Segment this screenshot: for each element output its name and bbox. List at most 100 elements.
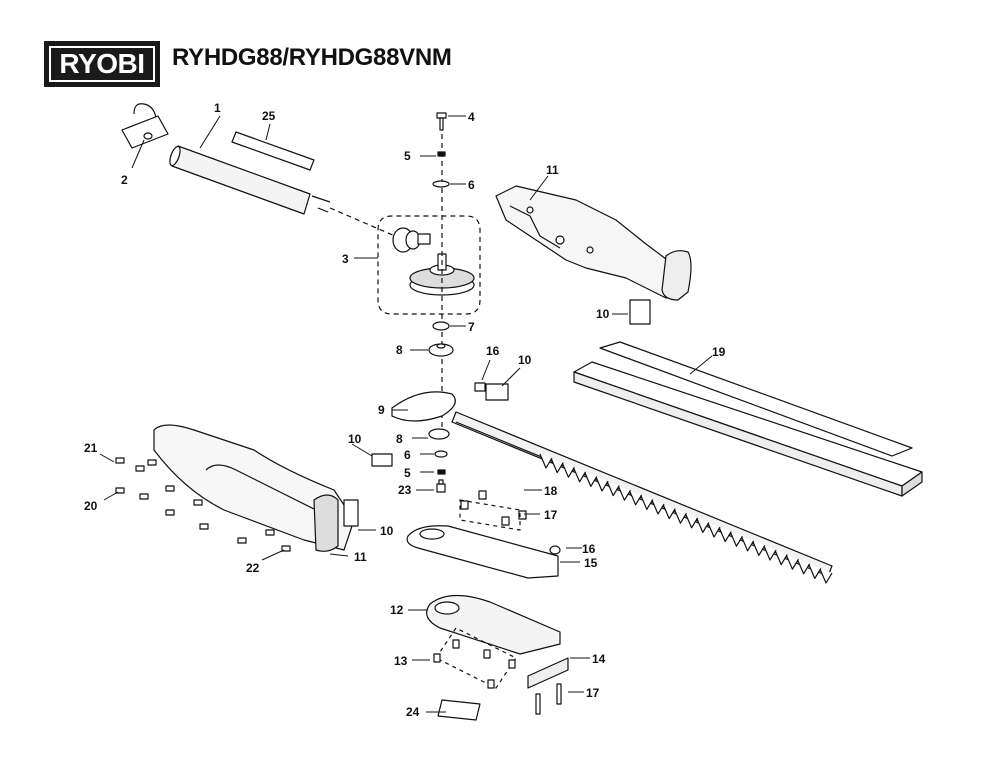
part-25-label (231, 131, 315, 171)
brand-name: RYOBI (59, 48, 145, 79)
blade-tooth (785, 554, 799, 570)
part-23-screw (436, 479, 446, 493)
part-3-gears (392, 227, 475, 296)
part-8-bushing (428, 343, 454, 357)
blade-tooth (696, 518, 710, 533)
callout-8-b: 8 (396, 432, 403, 446)
callout-20: 20 (84, 499, 98, 513)
part-17-screw-lower-1 (535, 693, 541, 715)
blade-teeth (539, 453, 833, 584)
part-17-screws (460, 490, 527, 526)
callout-11: 11 (546, 163, 559, 177)
blade-tooth (752, 541, 766, 556)
part-16-nut (474, 382, 486, 392)
callout-10-b: 10 (596, 307, 610, 321)
part-17-screw-lower-2 (556, 683, 562, 705)
part-16-nut-lower (549, 545, 561, 555)
blade-tooth (741, 536, 755, 552)
part-14-bracket (527, 657, 569, 689)
part-10-pad-lower (343, 499, 359, 527)
callout-3: 3 (342, 252, 349, 266)
part-15-plate (406, 525, 559, 579)
blade-tooth (640, 495, 654, 510)
blade-tooth (550, 458, 564, 474)
part-5-washer (437, 151, 446, 157)
callout-25: 25 (262, 109, 276, 123)
part-11-lower-housing (153, 424, 355, 552)
callout-13: 13 (394, 654, 408, 668)
blade-tooth (774, 550, 788, 566)
blade-tooth (718, 527, 732, 543)
part-1-tube (169, 145, 331, 215)
callout-7: 7 (468, 320, 475, 334)
blade-tooth (573, 467, 587, 483)
part-4-screw (436, 112, 447, 131)
callout-16-b: 16 (582, 542, 596, 556)
part-10-pad-left (371, 453, 393, 467)
callout-2: 2 (121, 173, 128, 187)
callout-14: 14 (592, 652, 606, 666)
blade-tooth (797, 559, 811, 575)
leader-lines (99, 115, 713, 713)
ryobi-logo: RYOBI (44, 41, 160, 87)
callout-5-b: 5 (404, 466, 411, 480)
part-19-blade-guard (573, 341, 923, 497)
callout-17: 17 (544, 508, 558, 522)
blade-tooth (561, 462, 575, 478)
blade-tooth (808, 564, 822, 579)
part-9-gasket (391, 391, 456, 422)
callout-6-b: 6 (404, 448, 411, 462)
part-11-upper-housing (495, 185, 692, 301)
callout-labels: 1 2 3 4 5 6 7 8 9 10 11 12 13 14 15 16 1… (84, 101, 726, 719)
callout-21: 21 (84, 441, 98, 455)
part-7-washer (432, 321, 450, 331)
blade-tooth (651, 499, 665, 515)
callout-18: 18 (544, 484, 558, 498)
blade-tooth (662, 504, 676, 520)
callout-12: 12 (390, 603, 404, 617)
logo-border: RYOBI (49, 46, 155, 82)
part-3-box (377, 215, 481, 315)
part-6-washer-lower (434, 450, 448, 458)
part-8-bushing-lower (428, 428, 450, 440)
blade-tooth (707, 522, 721, 538)
callout-6: 6 (468, 178, 475, 192)
part-10-pad (629, 299, 651, 325)
model-title: RYHDG88/RYHDG88VNM (172, 44, 452, 71)
callout-1: 1 (214, 101, 221, 115)
callout-9: 9 (378, 403, 385, 417)
blade-tooth (763, 545, 777, 561)
blade-tooth (729, 531, 743, 547)
blade-tooth (606, 481, 620, 497)
callout-8: 8 (396, 343, 403, 357)
callout-23: 23 (398, 483, 412, 497)
blade-tooth (584, 472, 598, 487)
callout-4: 4 (468, 110, 475, 124)
part-6-washer (432, 180, 450, 188)
callout-22: 22 (246, 561, 260, 575)
part-5-washer-lower (437, 469, 446, 475)
blade-tooth (673, 508, 687, 524)
callout-17-b: 17 (586, 686, 600, 700)
part-12-gear-housing (426, 594, 561, 655)
callout-10-c: 10 (348, 432, 362, 446)
blade-tooth (819, 568, 833, 584)
blade-tooth (617, 485, 631, 501)
blade-tooth (539, 453, 553, 469)
part-10-pad-upper (485, 383, 509, 401)
blade-tooth (595, 476, 609, 492)
callout-19: 19 (712, 345, 726, 359)
blade-tooth (685, 513, 699, 529)
callout-11-b: 11 (354, 550, 367, 564)
callout-16: 16 (486, 344, 500, 358)
callout-15: 15 (584, 556, 598, 570)
callout-24: 24 (406, 705, 420, 719)
blade-tooth (629, 490, 643, 506)
part-13-screws (433, 639, 516, 689)
part-2-shape (121, 103, 169, 149)
housing-screws (115, 457, 291, 552)
callout-10: 10 (518, 353, 532, 367)
callout-5: 5 (404, 149, 411, 163)
